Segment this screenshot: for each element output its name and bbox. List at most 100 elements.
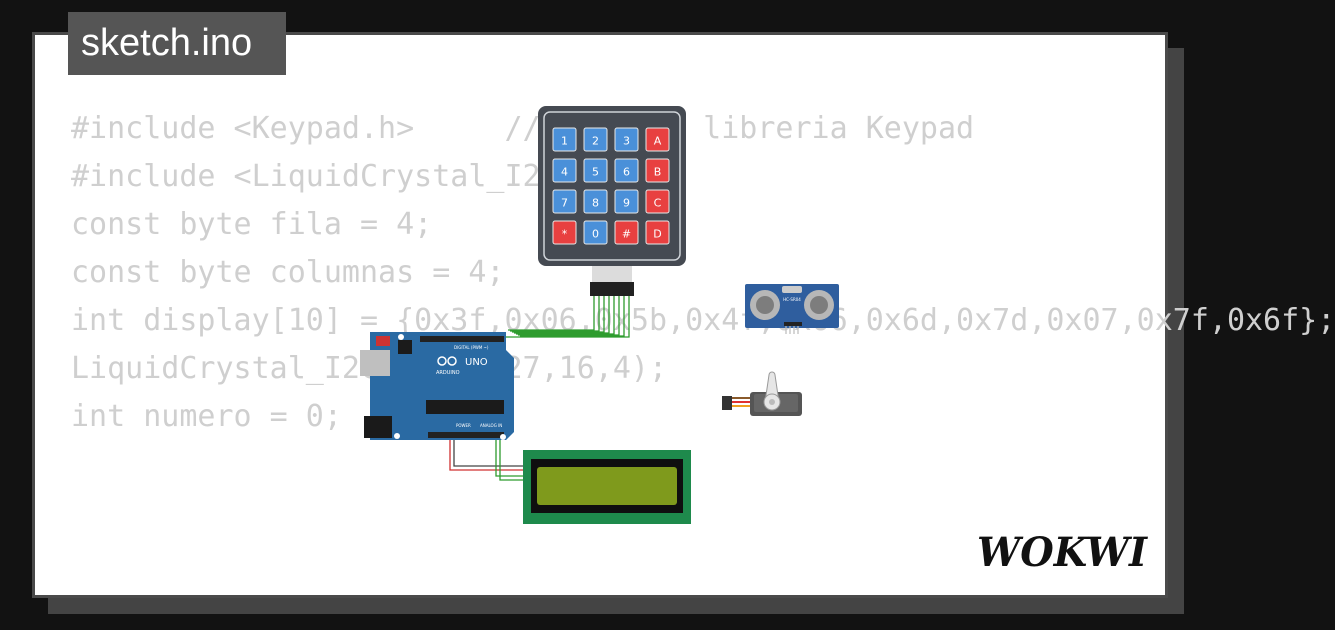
- keypad-key-face: [552, 220, 577, 245]
- keypad-border: [543, 111, 681, 261]
- sensor-model-label: HC-SR04: [783, 297, 801, 302]
- keypad-key-*[interactable]: *: [552, 220, 577, 245]
- keypad-key-6[interactable]: 6: [614, 158, 639, 183]
- keypad-key-label: #: [622, 228, 631, 241]
- lcd-wires: [449, 440, 524, 481]
- wokwi-logo-text: WOKWI: [977, 529, 1148, 576]
- keypad-key-face: [614, 127, 639, 152]
- power-analog-header: [428, 432, 504, 438]
- transducer-right-center: [810, 296, 828, 314]
- keypad-key-0[interactable]: 0: [583, 220, 608, 245]
- analog-header-label: ANALOG IN: [480, 423, 502, 428]
- wire: [510, 296, 600, 332]
- wire-scl: [499, 440, 524, 481]
- atmega-chip: [426, 400, 504, 414]
- keypad-key-face: [583, 189, 608, 214]
- arduino-uno-board[interactable]: UNO ARDUINO DIGITAL (PWM ~) POWER ANALOG…: [360, 332, 514, 440]
- wire-sda: [495, 440, 524, 477]
- wire: [512, 296, 605, 333]
- keypad-key-label: 4: [561, 166, 568, 179]
- wire: [514, 296, 610, 334]
- hc-sr04-ultrasonic-sensor[interactable]: HC-SR04: [745, 284, 839, 334]
- keypad-key-face: [645, 189, 670, 214]
- keypad-key-D[interactable]: D: [645, 220, 670, 245]
- keypad-wires: [506, 296, 630, 338]
- mount-hole: [394, 433, 400, 439]
- keypad-key-face: [614, 189, 639, 214]
- usb-chip: [398, 340, 412, 354]
- wire: [508, 296, 595, 331]
- lcd1602-display[interactable]: [523, 450, 691, 524]
- keypad-key-#[interactable]: #: [614, 220, 639, 245]
- keypad-key-face: [583, 220, 608, 245]
- keypad-key-face: [552, 158, 577, 183]
- keypad-4x4[interactable]: 1 2 3 A 4 5 6 B 7 8 9 C * 0 # D: [538, 106, 686, 296]
- keypad-key-label: 2: [592, 135, 599, 148]
- power-jack: [364, 416, 392, 438]
- keypad-key-label: 1: [561, 135, 568, 148]
- keypad-key-face: [583, 158, 608, 183]
- keypad-key-label: 5: [592, 166, 599, 179]
- crystal: [782, 286, 802, 293]
- wire: [520, 296, 625, 337]
- keypad-key-4[interactable]: 4: [552, 158, 577, 183]
- keypad-key-8[interactable]: 8: [583, 189, 608, 214]
- mount-hole: [398, 334, 404, 340]
- infinity-logo-left: [437, 356, 447, 366]
- keypad-ribbon: [592, 266, 632, 282]
- code-line: int numero = 0;: [71, 399, 342, 434]
- keypad-key-9[interactable]: 9: [614, 189, 639, 214]
- keypad-key-label: 9: [623, 197, 630, 210]
- lcd-screen: [537, 467, 677, 505]
- infinity-logo-right: [447, 356, 457, 366]
- keypad-key-7[interactable]: 7: [552, 189, 577, 214]
- keypad-key-face: [645, 158, 670, 183]
- filename-tab: sketch.ino: [68, 12, 286, 75]
- keypad-key-1[interactable]: 1: [552, 127, 577, 152]
- keypad-key-face: [645, 127, 670, 152]
- servo-motor[interactable]: [722, 371, 802, 416]
- keypad-key-2[interactable]: 2: [583, 127, 608, 152]
- board-brand-label: ARDUINO: [436, 370, 460, 376]
- keypad-key-5[interactable]: 5: [583, 158, 608, 183]
- keypad-key-face: [552, 127, 577, 152]
- wire: [506, 296, 630, 338]
- wire: [516, 296, 615, 335]
- wokwi-logo: WOKWI: [977, 529, 1148, 576]
- keypad-connector: [590, 282, 634, 296]
- wire: [518, 296, 620, 336]
- keypad-key-label: 7: [561, 197, 568, 210]
- keypad-key-face: [614, 220, 639, 245]
- keypad-key-label: D: [653, 228, 661, 241]
- circuit-diagram: 1 2 3 A 4 5 6 B 7 8 9 C * 0 # D UNO ARDUINO DIGITAL (PW…: [360, 106, 839, 524]
- keypad-key-face: [614, 158, 639, 183]
- wire-vcc: [449, 440, 524, 471]
- power-header-label: POWER: [456, 423, 471, 428]
- servo-connector: [722, 396, 732, 410]
- code-line: const byte fila = 4;: [71, 207, 433, 242]
- wire-gnd: [453, 440, 524, 467]
- sensor-pins: [785, 326, 799, 334]
- servo-screw: [769, 399, 775, 405]
- keypad-key-B[interactable]: B: [645, 158, 670, 183]
- digital-header-label: DIGITAL (PWM ~): [454, 345, 489, 350]
- reset-button: [376, 336, 390, 346]
- keypad-key-label: 0: [592, 228, 599, 241]
- keypad-key-label: 3: [623, 135, 630, 148]
- keypad-key-3[interactable]: 3: [614, 127, 639, 152]
- keypad-key-face: [552, 189, 577, 214]
- keypad-key-label: 6: [623, 166, 630, 179]
- usb-port: [360, 350, 390, 376]
- keypad-key-label: 8: [592, 197, 599, 210]
- keypad-key-label: B: [654, 166, 662, 179]
- keypad-key-face: [645, 220, 670, 245]
- transducer-left-center: [756, 296, 774, 314]
- mount-hole: [500, 434, 506, 440]
- keypad-key-label: *: [562, 228, 568, 241]
- keypad-key-A[interactable]: A: [645, 127, 670, 152]
- digital-header: [420, 336, 504, 342]
- keypad-key-C[interactable]: C: [645, 189, 670, 214]
- keypad-key-face: [583, 127, 608, 152]
- keypad-key-label: C: [654, 197, 662, 210]
- keypad-keys: 1 2 3 A 4 5 6 B 7 8 9 C * 0 # D: [552, 127, 670, 245]
